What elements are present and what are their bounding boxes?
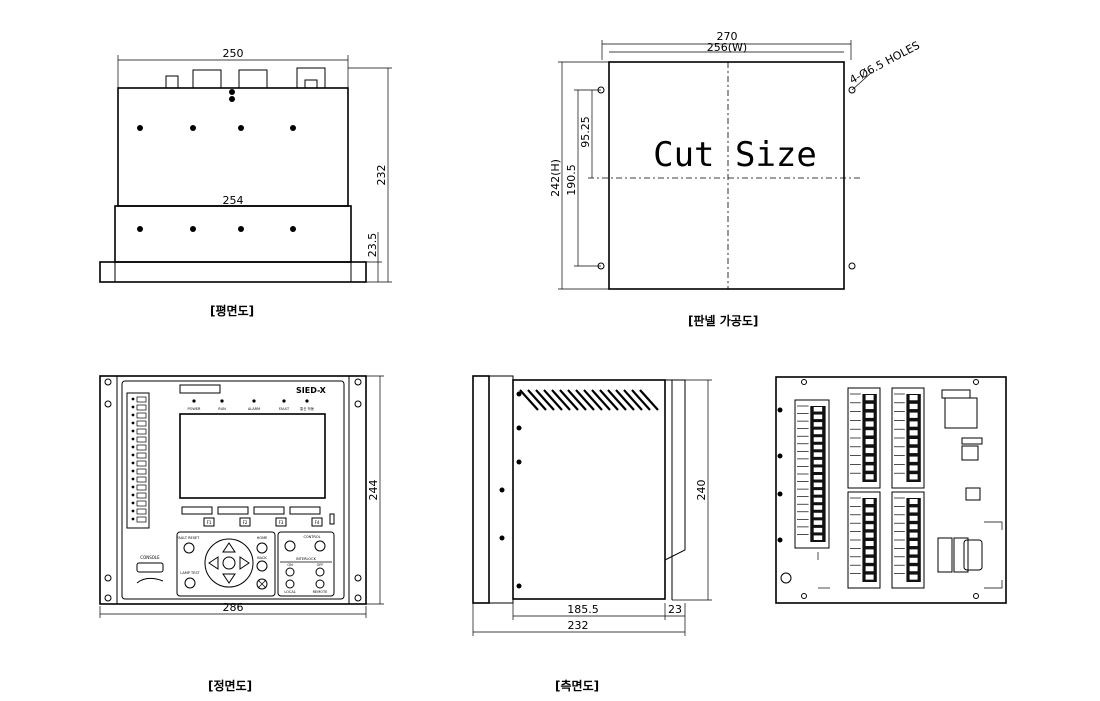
- front-brand: SIED-X: [296, 386, 327, 395]
- local-label: LOCAL: [284, 590, 295, 594]
- top-dim-254: 254: [223, 194, 244, 207]
- cut-size-label: Cut Size: [653, 135, 817, 175]
- on-label: ON: [287, 563, 293, 567]
- side-dim-23: 23: [668, 603, 682, 616]
- lamp-test-label: LAMP TEST: [180, 571, 200, 575]
- side-dim-240: 240: [695, 480, 708, 501]
- control-label: CONTROL: [303, 535, 320, 539]
- fkey-f2: F2: [243, 520, 248, 525]
- panel-dim-190-5: 190.5: [565, 164, 578, 196]
- panel-dim-95-25: 95.25: [579, 116, 592, 148]
- remote-label: REMOTE: [313, 590, 328, 594]
- side-dim-232: 232: [568, 619, 589, 632]
- back-label: BACK: [257, 556, 267, 560]
- top-dim-23-5: 23.5: [366, 233, 379, 258]
- side-dim-185-5: 185.5: [567, 603, 599, 616]
- side-view: 240 185.5 23 232: [472, 375, 712, 636]
- top-dim-232: 232: [375, 165, 388, 186]
- fault-reset-label: FAULT RESET: [177, 536, 200, 540]
- fkey-f4: F4: [315, 520, 320, 525]
- led-label-comm: 통신 작동: [300, 406, 315, 411]
- panel-dim-256w: 256(W): [707, 41, 747, 54]
- led-label-fault: FAULT: [279, 407, 290, 411]
- caption-panel-view: [판넬 가공도]: [688, 314, 759, 328]
- caption-front-view: [정면도]: [208, 679, 253, 693]
- fkey-f1: F1: [207, 520, 212, 525]
- top-dim-250: 250: [223, 47, 244, 60]
- top-view: 250 254 232 23.5: [99, 47, 392, 283]
- caption-top-view: [평면도]: [210, 304, 255, 318]
- caption-side-view: [측면도]: [555, 679, 600, 693]
- fkey-f3: F3: [279, 520, 284, 525]
- panel-cut-view: 270 256(W) Cut Size 4-Ø6.5 HOLES 242(H) …: [549, 30, 922, 290]
- led-label-run: RUN: [218, 407, 226, 411]
- panel-dim-270: 270: [717, 30, 738, 43]
- front-indicator-strip: [126, 392, 150, 529]
- home-label: HOME: [257, 536, 268, 540]
- front-dim-286: 286: [223, 601, 244, 614]
- led-label-alarm: ALARM: [248, 407, 260, 411]
- front-view: SIED-X POWER RUN ALARM FAULT 통신 작동 F1 F2: [99, 375, 384, 618]
- front-lcd: [179, 413, 326, 499]
- interlock-label: INTERLOCK: [296, 557, 316, 561]
- rear-terminal-blocks: [794, 387, 925, 589]
- off-label: OFF: [317, 563, 324, 567]
- panel-holes-label: 4-Ø6.5 HOLES: [847, 39, 922, 87]
- panel-dim-242h: 242(H): [549, 159, 562, 197]
- rear-view: [775, 376, 1007, 604]
- side-vent-slots: [519, 389, 659, 411]
- led-label-power: POWER: [188, 407, 202, 411]
- front-dim-244: 244: [367, 480, 380, 501]
- console-label: CONSOLE: [140, 555, 160, 560]
- front-led-row: POWER RUN ALARM FAULT 통신 작동: [188, 399, 315, 411]
